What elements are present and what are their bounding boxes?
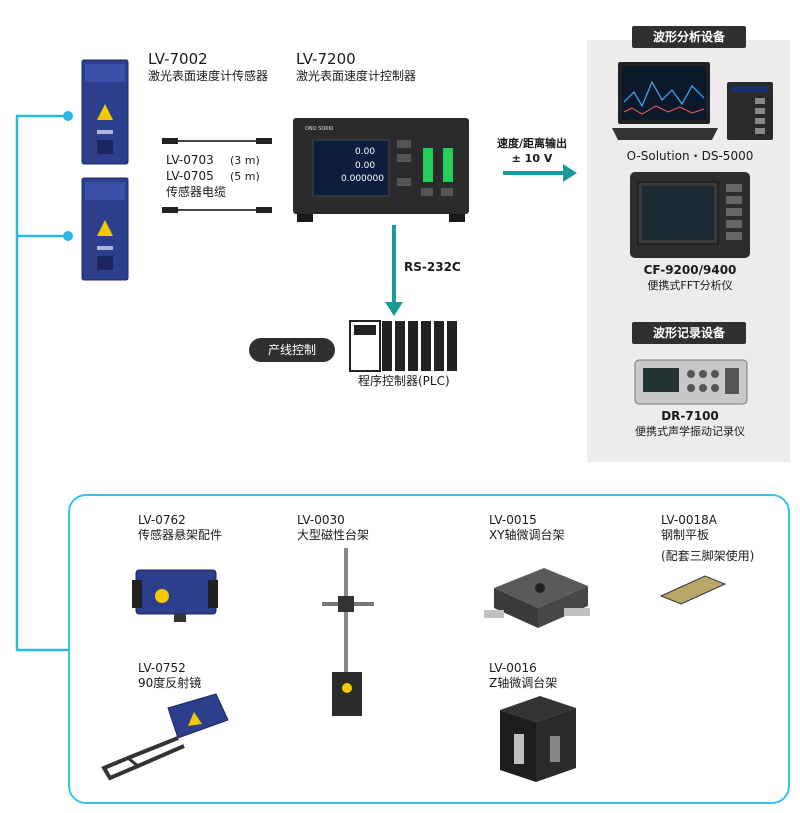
controller-model: LV-7200	[296, 50, 356, 68]
accessory-note: (配套三脚架使用)	[661, 549, 755, 563]
screen-value-1: 0.00	[355, 147, 376, 157]
recorder-image	[634, 359, 748, 405]
cable-length-2: (5 m)	[230, 170, 260, 183]
controller-name: 激光表面速度计控制器	[296, 69, 417, 83]
cable-name: 传感器电缆	[166, 185, 227, 199]
output-label: 速度/距离输出	[496, 137, 568, 150]
fft-model: CF-9200/9400	[643, 263, 737, 277]
accessory-model: LV-0016	[489, 661, 537, 675]
sensor-unit-bottom	[81, 177, 129, 281]
rs232-label: RS-232C	[404, 260, 461, 274]
accessory-model: LV-0762	[138, 513, 186, 527]
accessory-model: LV-0030	[297, 513, 345, 527]
accessory-model: LV-0752	[138, 661, 186, 675]
output-voltage: ± 10 V	[511, 152, 553, 165]
accessory-name: 传感器悬架配件	[138, 528, 223, 542]
plc-name: 程序控制器(PLC)	[358, 374, 450, 388]
controller-device: ONO SOKKI 0.00 0.00 0.000000	[293, 118, 469, 224]
cable-image-bottom	[162, 207, 272, 213]
svg-text:ONO SOKKI: ONO SOKKI	[305, 126, 333, 132]
laptop-image	[612, 62, 718, 140]
accessory-model: LV-0018A	[661, 513, 717, 527]
cable-model-2: LV-0705	[166, 169, 214, 183]
production-control-badge: 产线控制	[249, 338, 335, 362]
cable-length-1: (3 m)	[230, 154, 260, 167]
accessory-model: LV-0015	[489, 513, 537, 527]
recorder-model: DR-7100	[661, 409, 719, 423]
accessory-name: 钢制平板	[661, 528, 710, 542]
sensor-name: 激光表面速度计传感器	[148, 69, 269, 83]
steel-plate-image	[659, 575, 727, 605]
sensor-unit-top	[81, 59, 129, 165]
cable-model-1: LV-0703	[166, 153, 214, 167]
sensor-image	[81, 59, 129, 165]
screen-value-3: 0.000000	[341, 174, 384, 184]
waveform-record-title: 波形记录设备	[632, 322, 746, 344]
accessory-name: 90度反射镜	[138, 676, 202, 690]
accessory-name: Z轴微调台架	[489, 676, 558, 690]
pc-label: O-Solution・DS-5000	[626, 149, 754, 163]
accessory-name: 大型磁性台架	[297, 528, 370, 542]
fft-analyzer-image	[630, 172, 750, 258]
fft-name: 便携式FFT分析仪	[647, 279, 733, 292]
z-stage-image	[500, 696, 576, 782]
cable-image-top	[162, 138, 272, 144]
recorder-name: 便携式声学振动记录仪	[635, 425, 745, 438]
sensor-mount-image	[132, 569, 218, 622]
ds5000-unit-image	[727, 82, 773, 140]
screen-value-2: 0.00	[355, 161, 376, 171]
magnetic-stand-image	[322, 548, 374, 716]
xy-stage-image	[484, 568, 590, 628]
accessory-name: XY轴微调台架	[489, 528, 565, 542]
waveform-analysis-title: 波形分析设备	[632, 26, 746, 48]
plc-image	[349, 320, 457, 372]
sensor-image	[81, 177, 129, 281]
accessories-box	[68, 494, 790, 804]
sensor-model: LV-7002	[148, 50, 208, 68]
reflector-image	[101, 693, 229, 781]
